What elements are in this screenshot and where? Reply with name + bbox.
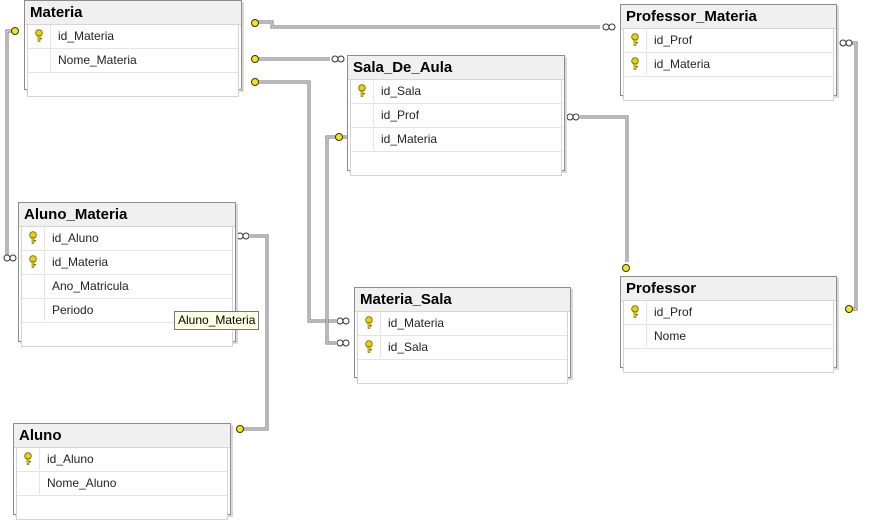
column-name: Nome_Materia (58, 53, 137, 67)
column-name: Nome (654, 329, 687, 343)
column-name: id_Prof (381, 108, 420, 122)
primary-key-icon (29, 231, 37, 244)
column-row[interactable]: id_Prof (624, 29, 833, 53)
key-end-icon (845, 305, 853, 313)
primary-key-icon (631, 33, 639, 46)
many-end-icon (331, 55, 345, 63)
many-end-icon (3, 254, 17, 262)
table-materia[interactable]: Materia id_Materia Nome_Materia (24, 0, 242, 97)
column-row[interactable]: id_Materia (28, 25, 238, 49)
column-row[interactable]: Nome (624, 325, 833, 349)
many-end-icon (839, 39, 853, 47)
column-row[interactable]: id_Sala (351, 80, 561, 104)
primary-key-icon (29, 255, 37, 268)
column-name: id_Prof (654, 33, 693, 47)
column-row[interactable]: id_Aluno (17, 448, 227, 472)
table-aluno[interactable]: Aluno id_Aluno Nome_Aluno (13, 423, 231, 520)
column-name: id_Materia (388, 316, 445, 330)
primary-key-icon (365, 316, 373, 329)
table-title[interactable]: Professor_Materia (621, 5, 836, 29)
column-list: id_Materia Nome_Materia (27, 25, 239, 97)
many-end-icon (336, 339, 350, 347)
many-end-icon (566, 113, 580, 121)
column-name: id_Materia (381, 132, 438, 146)
column-name: id_Materia (654, 57, 711, 71)
blank-row (624, 77, 833, 100)
column-name: Periodo (52, 303, 94, 317)
many-end-icon (336, 317, 350, 325)
table-professor-materia[interactable]: Professor_Materia id_Prof id_Materia (620, 4, 837, 101)
column-row[interactable]: id_Materia (22, 251, 232, 275)
column-row[interactable]: id_Aluno (22, 227, 232, 251)
column-name: id_Materia (52, 255, 109, 269)
many-end-icon (236, 232, 250, 240)
table-sala-de-aula[interactable]: Sala_De_Aula id_Sala id_Prof id_Materia (347, 55, 565, 176)
blank-row (624, 349, 833, 372)
column-row[interactable]: Nome_Materia (28, 49, 238, 73)
key-end-icon (251, 55, 259, 63)
link-aluno-aluno-materia[interactable] (236, 232, 269, 433)
column-name: Nome_Aluno (47, 476, 117, 490)
column-list: id_Aluno Nome_Aluno (16, 448, 228, 520)
link-materia-sala-de-aula[interactable] (251, 55, 345, 63)
many-end-icon (602, 23, 616, 31)
column-row[interactable]: Ano_Matricula (22, 275, 232, 299)
key-end-icon (622, 264, 630, 272)
link-sala-materia-sala[interactable] (325, 133, 350, 347)
column-row[interactable]: id_Materia (351, 128, 561, 152)
primary-key-icon (631, 57, 639, 70)
column-name: id_Sala (388, 340, 429, 354)
column-row[interactable]: id_Materia (358, 312, 567, 336)
table-materia-sala[interactable]: Materia_Sala id_Materia id_Sala (354, 287, 571, 384)
table-professor[interactable]: Professor id_Prof Nome (620, 276, 837, 373)
table-title[interactable]: Sala_De_Aula (348, 56, 564, 80)
column-name: id_Aluno (47, 452, 94, 466)
key-end-icon (11, 27, 19, 35)
column-row[interactable]: id_Prof (624, 301, 833, 325)
table-title[interactable]: Aluno_Materia (19, 203, 235, 227)
column-row[interactable]: id_Materia (624, 53, 833, 77)
column-row[interactable]: id_Sala (358, 336, 567, 360)
column-row[interactable]: Periodo (22, 299, 232, 323)
table-title[interactable]: Aluno (14, 424, 230, 448)
key-end-icon (236, 425, 244, 433)
key-end-icon (335, 133, 343, 141)
primary-key-icon (35, 29, 43, 42)
key-end-icon (251, 78, 259, 86)
primary-key-icon (358, 84, 366, 97)
column-name: Ano_Matricula (52, 279, 129, 293)
blank-row (17, 496, 227, 519)
table-title[interactable]: Materia_Sala (355, 288, 570, 312)
blank-row (358, 360, 567, 383)
column-list: id_Sala id_Prof id_Materia (350, 80, 562, 176)
primary-key-icon (365, 340, 373, 353)
key-end-icon (251, 19, 259, 27)
column-name: id_Sala (381, 84, 422, 98)
column-name: id_Prof (654, 305, 693, 319)
primary-key-icon (24, 452, 32, 465)
column-list: id_Materia id_Sala (357, 312, 568, 384)
column-name: id_Materia (58, 29, 115, 43)
column-name: id_Aluno (52, 231, 99, 245)
column-list: id_Prof id_Materia (623, 29, 834, 101)
link-materia-materia-sala[interactable] (251, 78, 350, 325)
table-title[interactable]: Materia (25, 1, 241, 25)
table-title[interactable]: Professor (621, 277, 836, 301)
link-materia-professor-materia[interactable] (251, 19, 616, 31)
column-row[interactable]: Nome_Aluno (17, 472, 227, 496)
primary-key-icon (631, 305, 639, 318)
link-materia-aluno-materia[interactable] (3, 27, 19, 262)
column-list: id_Prof Nome (623, 301, 834, 373)
link-professor-materia-professor[interactable] (839, 39, 858, 313)
blank-row (351, 152, 561, 175)
blank-row (28, 73, 238, 96)
link-sala-professor[interactable] (566, 113, 630, 272)
table-tooltip: Aluno_Materia (174, 311, 260, 330)
column-row[interactable]: id_Prof (351, 104, 561, 128)
